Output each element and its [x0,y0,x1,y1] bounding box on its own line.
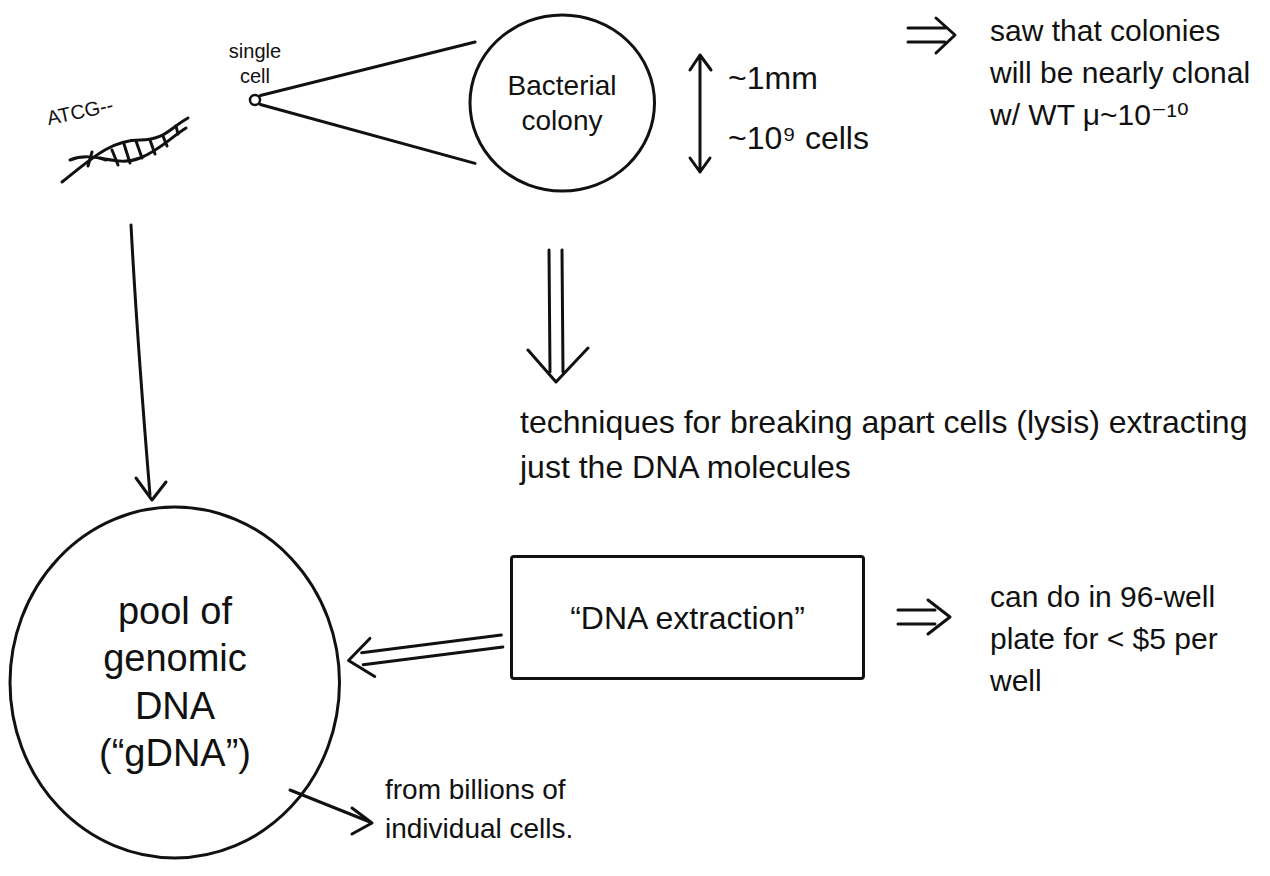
dna-rungs [88,126,178,166]
count-label: ~10⁹ cells [728,116,900,161]
dimension-arrow [690,55,711,172]
node-label: single cell [222,39,288,89]
connector-line [260,42,475,163]
flow-arrow [131,225,150,495]
connector-line [349,635,503,676]
cell-circle: single cell [248,93,262,107]
node-label: Bacterial colony [497,68,627,138]
double-arrow [898,600,950,634]
double-arrow [528,250,588,382]
dimension-label: ~1mm [728,56,898,101]
outline [468,13,657,193]
pointer-arrow [290,790,372,834]
cost-note: can do in 96-well plate for < $5 per wel… [990,576,1260,702]
colony-circle: Bacterial colony [468,13,657,193]
dna-strand [62,118,188,182]
connector [260,42,475,163]
arrow-head [136,478,166,500]
outline-ellipse [470,15,655,191]
outline-ellipse [10,507,340,858]
outline [8,505,342,860]
source-note: from billions of individual cells. [385,770,675,848]
node-label: pool of genomic DNA (“gDNA”) [60,588,290,778]
pool-circle: pool of genomic DNA (“gDNA”) [8,505,342,860]
implies-arrow [908,18,955,53]
method-note: techniques for breaking apart cells (lys… [520,400,1250,490]
connector [349,635,503,676]
node-label: “DNA extraction” [570,598,805,638]
outline [248,93,262,107]
note-text: saw that colonies will be nearly clonal … [990,10,1258,136]
sequence-label: ATCG-- [45,89,138,129]
outline-ellipse [250,95,260,105]
process-box: “DNA extraction” [510,555,865,680]
